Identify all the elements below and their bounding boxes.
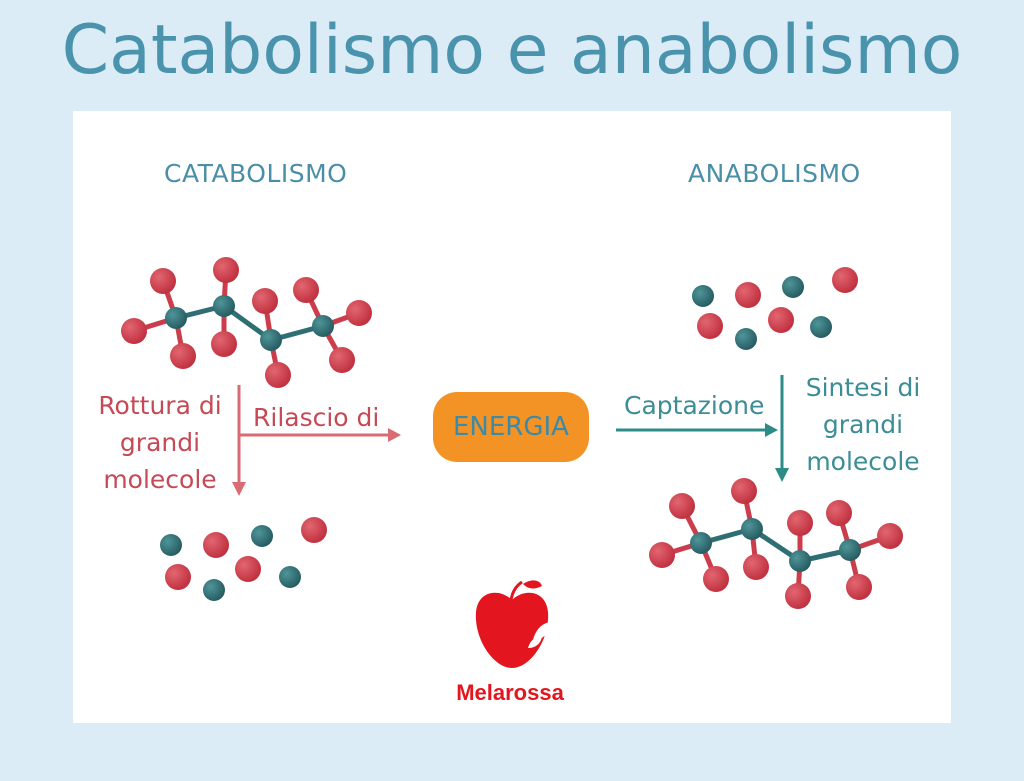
arrow-icon [388, 428, 401, 442]
free-atoms-icon [160, 517, 327, 601]
apple-logo-icon [475, 580, 552, 668]
capture-label: Captazione [624, 391, 765, 420]
arrow-icon [616, 375, 784, 470]
molecule-chain-icon [649, 478, 903, 609]
arrow-icon [237, 385, 390, 484]
arrow-icon [775, 468, 789, 482]
energy-pill: ENERGIA [433, 392, 589, 462]
catabolism-process-line-2: grandi [119, 428, 201, 457]
catabolism-heading: CATABOLISMO [164, 159, 348, 188]
catabolism-process-line-3: molecole [103, 465, 217, 494]
brand-name: Melarossa [456, 680, 564, 705]
page-title: Catabolismo e anabolismo [61, 11, 963, 90]
arrow-icon [232, 482, 246, 496]
anabolism-process-line-3: molecole [806, 447, 920, 476]
molecule-chain-icon [121, 257, 372, 388]
anabolism-process-line-1: Sintesi di [805, 373, 921, 402]
catabolism-process-line-1: Rottura di [98, 391, 222, 420]
release-label: Rilascio di [253, 403, 380, 432]
anabolism-process-line-2: grandi [822, 410, 904, 439]
arrow-icon [765, 423, 778, 437]
anabolism-heading: ANABOLISMO [688, 159, 861, 188]
free-atoms-icon [692, 267, 858, 350]
